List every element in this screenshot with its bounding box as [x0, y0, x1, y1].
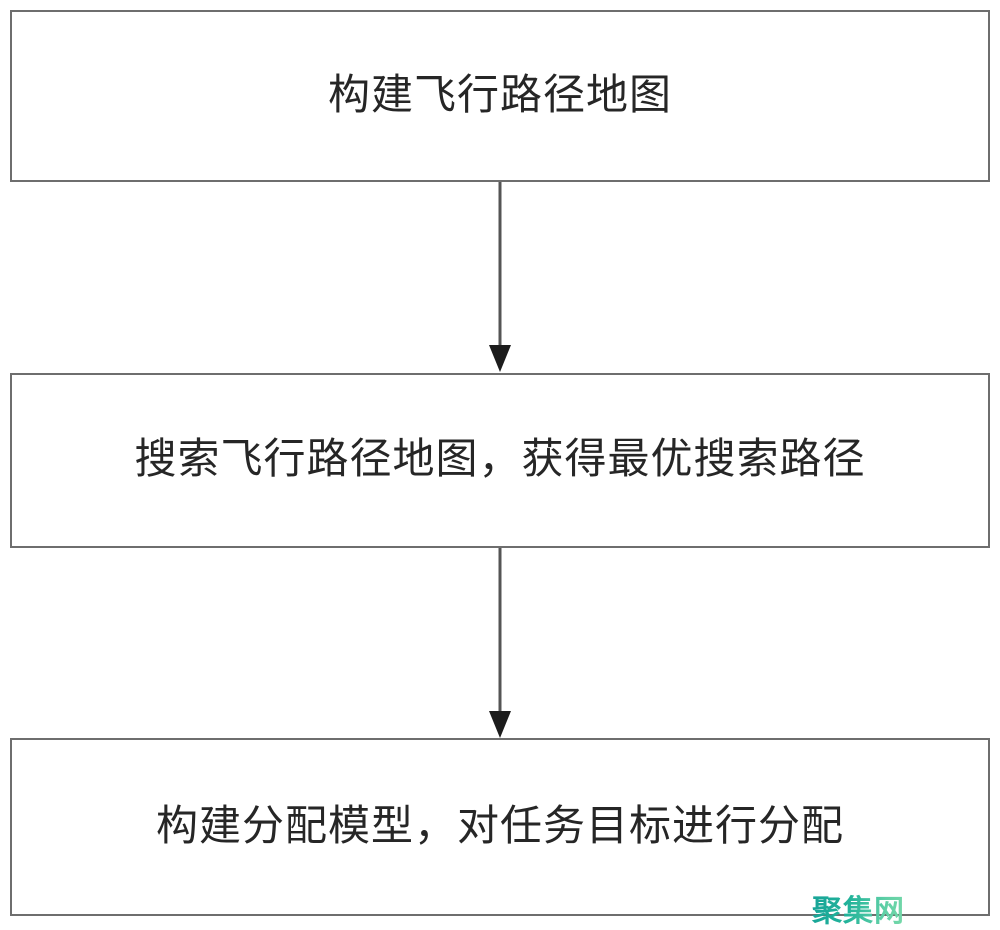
arrow-node2-to-node3	[489, 548, 511, 738]
flowchart-node-2: 搜索飞行路径地图，获得最优搜索路径	[10, 373, 990, 548]
watermark-text: 聚集网	[812, 886, 905, 930]
flowchart-node-1: 构建飞行路径地图	[10, 10, 990, 182]
flowchart-node-1-label: 构建飞行路径地图	[327, 72, 672, 119]
flowchart-node-2-label: 搜索飞行路径地图，获得最优搜索路径	[134, 437, 866, 484]
arrow-node2-to-node3-head	[489, 711, 511, 738]
flowchart-node-3-label: 构建分配模型，对任务目标进行分配	[155, 803, 844, 850]
flowchart-node-3: 构建分配模型，对任务目标进行分配	[10, 738, 990, 916]
arrow-node1-to-node2-head	[489, 345, 511, 372]
arrow-node1-to-node2	[489, 182, 511, 372]
